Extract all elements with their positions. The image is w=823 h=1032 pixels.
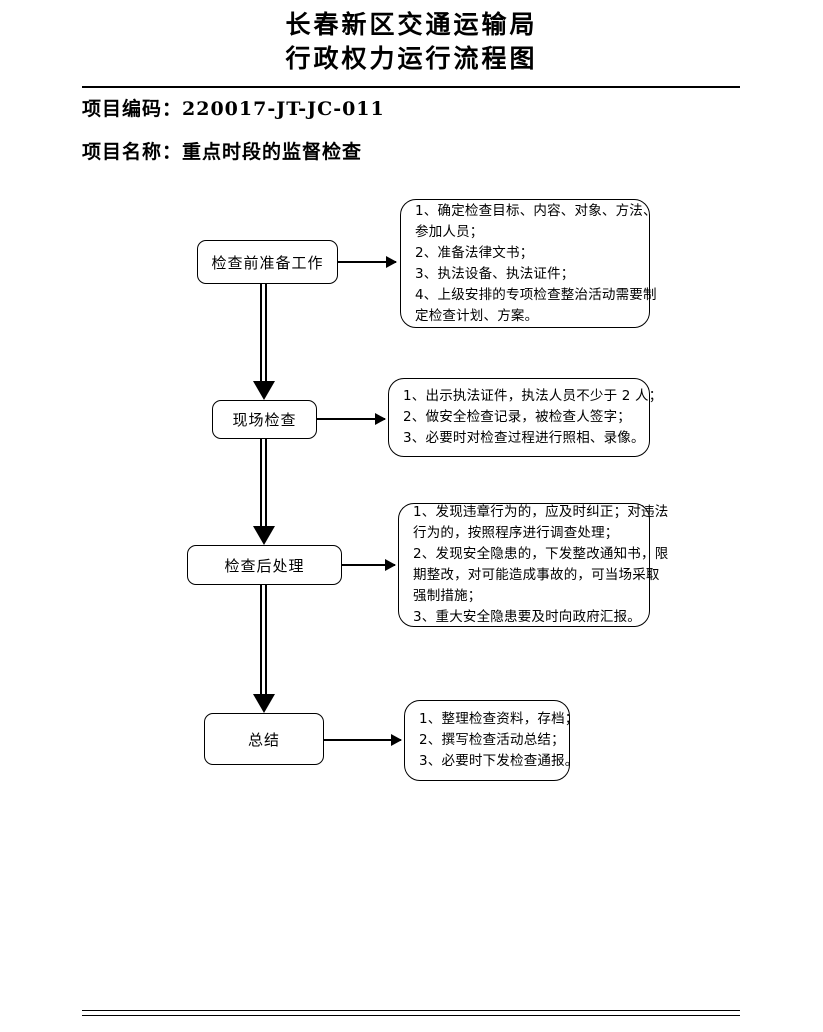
note-line: 4、上级安排的专项检查整治活动需要制: [415, 286, 657, 303]
note-line: 3、必要时对检查过程进行照相、录像。: [403, 430, 645, 446]
note-box-prepare: 1、确定检查目标、内容、对象、方法、 参加人员； 2、准备法律文书； 3、执法设…: [400, 199, 657, 328]
connector-postprocess-to-summary: [252, 585, 275, 713]
note-line: 期整改，对可能造成事故的，可当场采取: [413, 567, 660, 583]
note-line: 3、重大安全隐患要及时向政府汇报。: [413, 609, 641, 625]
stage-box-postprocess[interactable]: 检查后处理: [187, 545, 342, 585]
note-line: 1、整理检查资料，存档；: [419, 711, 579, 727]
note-line: 1、发现违章行为的，应及时纠正；对违法: [413, 504, 669, 520]
header-divider: [82, 86, 740, 88]
document-title-line-1: 长春新区交通运输局: [285, 10, 538, 39]
project-name: 项目名称：重点时段的监督检查: [82, 141, 363, 163]
note-line: 1、出示执法证件，执法人员不少于 2 人；: [403, 388, 663, 404]
note-line: 2、撰写检查活动总结；: [419, 732, 565, 748]
connector-prepare-to-note: [338, 261, 396, 263]
footer-divider: [82, 1010, 740, 1016]
note-line: 定检查计划、方案。: [415, 307, 539, 324]
stage-label-summary: 总结: [247, 730, 280, 749]
stage-label-postprocess: 检查后处理: [224, 556, 305, 575]
stage-box-summary[interactable]: 总结: [204, 713, 324, 765]
stage-label-prepare: 检查前准备工作: [211, 253, 324, 272]
note-box-summary: 1、整理检查资料，存档； 2、撰写检查活动总结； 3、必要时下发检查通报。: [404, 700, 579, 781]
document-title-line-2: 行政权力运行流程图: [285, 44, 538, 73]
note-line: 参加人员；: [415, 223, 484, 240]
stage-label-onsite: 现场检查: [232, 411, 297, 429]
note-line: 3、执法设备、执法证件；: [415, 265, 575, 282]
stage-box-prepare[interactable]: 检查前准备工作: [197, 240, 338, 284]
note-line: 2、做安全检查记录，被检查人签字；: [403, 409, 631, 425]
connector-onsite-to-note: [317, 418, 385, 420]
stage-box-onsite[interactable]: 现场检查: [212, 400, 317, 439]
project-code: 项目编码：220017-JT-JC-011: [82, 98, 385, 120]
note-line: 行为的，按照程序进行调查处理；: [413, 525, 619, 541]
note-line: 1、确定检查目标、内容、对象、方法、: [415, 202, 657, 219]
document-header: 长春新区交通运输局 行政权力运行流程图: [0, 8, 823, 76]
note-box-onsite: 1、出示执法证件，执法人员不少于 2 人； 2、做安全检查记录，被检查人签字； …: [388, 378, 663, 457]
connector-prepare-to-onsite: [252, 284, 275, 400]
connector-summary-to-note: [324, 739, 401, 741]
connector-postprocess-to-note: [342, 564, 395, 566]
note-line: 3、必要时下发检查通报。: [419, 753, 579, 769]
note-line: 2、发现安全隐患的，下发整改通知书，限: [413, 546, 669, 562]
connector-onsite-to-postprocess: [252, 439, 275, 545]
note-box-postprocess: 1、发现违章行为的，应及时纠正；对违法 行为的，按照程序进行调查处理； 2、发现…: [398, 503, 669, 627]
note-line: 强制措施；: [413, 588, 482, 604]
note-line: 2、准备法律文书；: [415, 244, 534, 261]
